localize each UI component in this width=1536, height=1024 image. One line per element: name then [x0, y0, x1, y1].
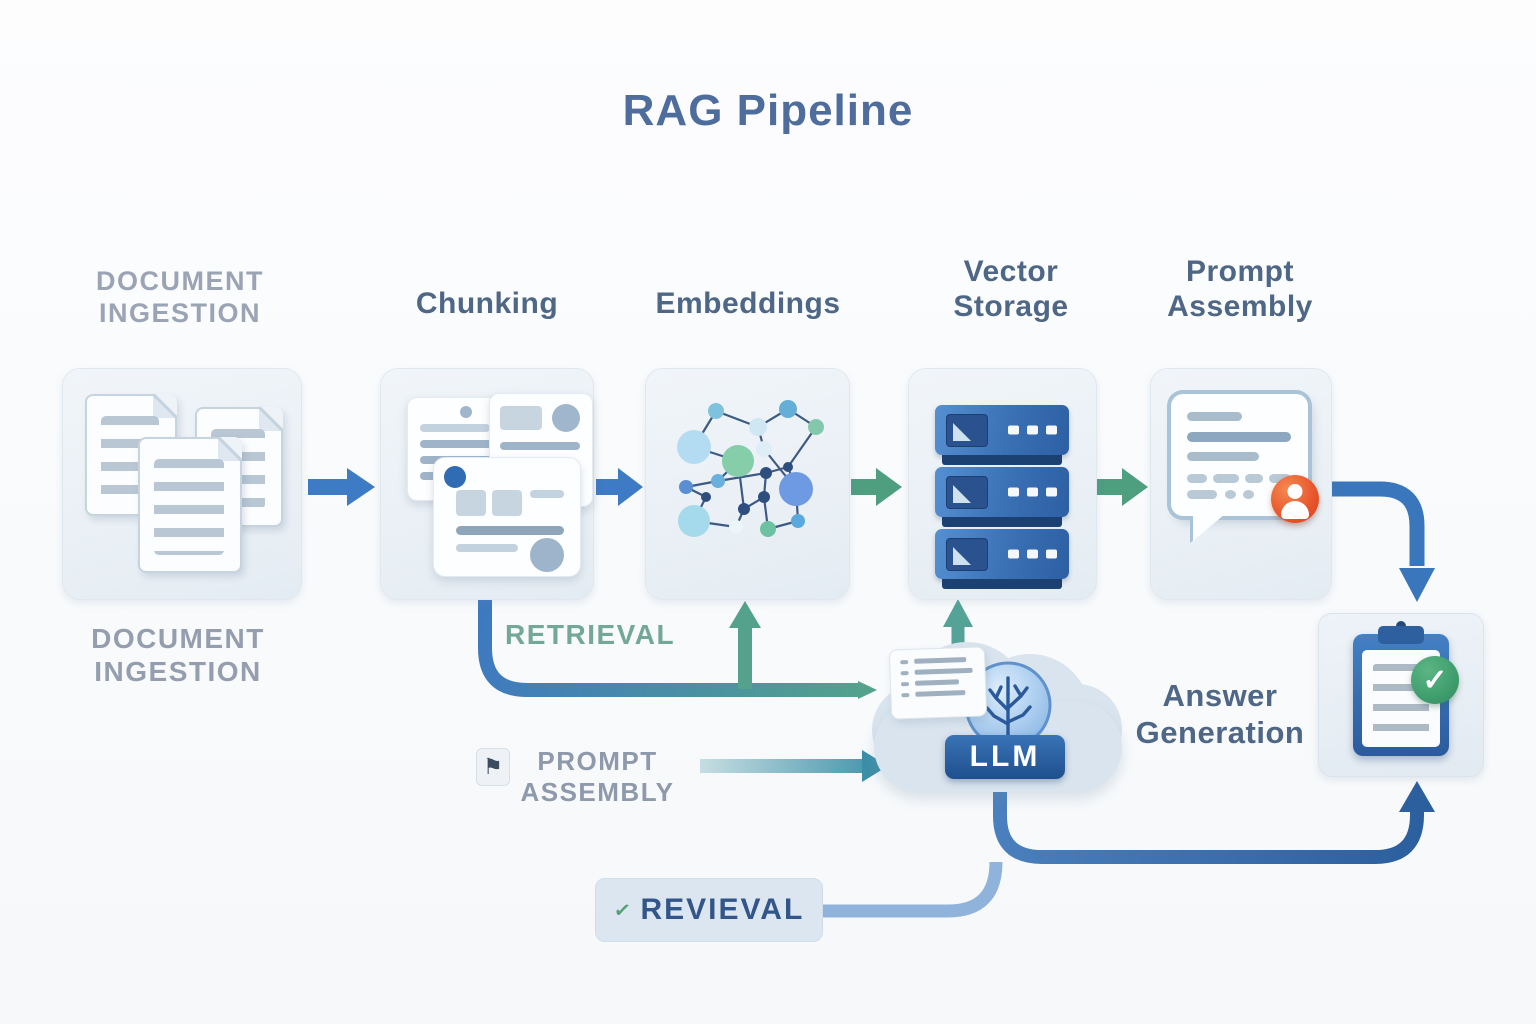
flag-icon: ⚑	[476, 748, 510, 786]
retrieval-path-tip	[858, 681, 877, 699]
server-unit	[935, 467, 1069, 517]
check-glyph: ✓	[1422, 663, 1448, 697]
embedding-graph-icon	[677, 400, 824, 537]
flow-label-prompt-assembly: PROMPT ASSEMBLY	[520, 746, 675, 807]
bubble-line	[1187, 452, 1259, 461]
stage-box-prompt-assembly	[1150, 368, 1332, 600]
llm-badge: LLM	[945, 735, 1065, 779]
check-icon: ✓	[1411, 656, 1459, 704]
page-fold	[259, 407, 283, 431]
server-leds	[1008, 487, 1057, 497]
stage-label-document-ingestion: DOCUMENT INGESTION	[96, 266, 264, 328]
page-fold	[218, 437, 242, 461]
bubble-line	[1187, 432, 1291, 442]
page-text-lines	[154, 459, 224, 555]
bubble-line	[1187, 412, 1242, 421]
card-line	[530, 490, 564, 498]
bubble-dash	[1225, 490, 1236, 499]
prompt-to-answer-head	[1399, 568, 1435, 602]
stage-box-vector-storage	[908, 368, 1097, 600]
stage-label-chunking: Chunking	[415, 287, 559, 320]
page-fold	[153, 394, 177, 418]
llm-to-answer-path	[993, 776, 1424, 864]
arrow-up-to-embeddings-head	[729, 601, 761, 628]
bubble-dash	[1243, 490, 1254, 499]
bubble-dash	[1187, 474, 1207, 483]
documents-icon	[63, 369, 301, 599]
stage-box-embeddings	[645, 368, 850, 600]
arrow-ingestion-to-chunking	[308, 468, 375, 506]
arrow-llm-to-vector-head	[943, 599, 973, 627]
card-line	[420, 424, 490, 432]
document-page-icon	[138, 437, 242, 573]
clipboard-clip	[1378, 626, 1424, 644]
server-screen	[946, 476, 988, 509]
arrow-vector-to-prompt	[1097, 468, 1148, 506]
card-dot	[444, 466, 466, 488]
flag-glyph: ⚑	[483, 754, 503, 779]
clipboard-check-icon: ✓	[1353, 621, 1459, 756]
prompt-to-answer-path	[1332, 481, 1425, 566]
card-line	[456, 526, 564, 535]
flow-label-answer-generation: Answer Generation	[1135, 678, 1305, 750]
card-line	[500, 442, 580, 450]
card-block	[492, 490, 522, 516]
answer-generation-box: ✓	[1318, 613, 1484, 777]
card-line	[420, 440, 508, 448]
card-block	[456, 490, 486, 516]
context-list-icon	[888, 646, 988, 720]
reviewal-label: REVIEVAL	[640, 893, 805, 926]
person-body	[1281, 501, 1309, 519]
chunk-cards-icon	[381, 369, 593, 599]
reviewal-path	[822, 861, 1003, 918]
server-leds	[1008, 425, 1057, 435]
card-circle	[552, 404, 580, 432]
arrow-chunking-to-embeddings	[596, 468, 643, 506]
arrow-embeddings-to-vector	[851, 468, 902, 506]
llm-label: LLM	[969, 740, 1041, 773]
llm-cloud: LLM	[872, 640, 1124, 798]
stage-box-chunking	[380, 368, 594, 600]
stage-label-vector-storage: Vector Storage	[953, 255, 1069, 324]
card-dot	[460, 406, 472, 418]
bubble-dash	[1187, 490, 1217, 499]
retrieval-path	[478, 596, 860, 697]
speech-bubble-tail	[1193, 514, 1225, 541]
server-unit	[935, 529, 1069, 579]
bubble-dash	[1245, 474, 1263, 483]
llm-to-answer-head	[1399, 781, 1435, 812]
card-block	[500, 406, 542, 430]
server-unit	[935, 405, 1069, 455]
server-screen	[946, 414, 988, 447]
chunk-card	[433, 457, 581, 577]
bubble-dash	[1269, 474, 1291, 483]
server-leds	[1008, 549, 1057, 559]
bubble-dash	[1213, 474, 1239, 483]
flow-label-document-ingestion: DOCUMENT INGESTION	[91, 623, 265, 688]
stage-box-document-ingestion	[62, 368, 302, 600]
server-stack-icon	[909, 369, 1096, 599]
stage-label-prompt-assembly: Prompt Assembly	[1167, 255, 1313, 324]
flow-label-retrieval: RETRIEVAL	[505, 619, 676, 650]
card-circle	[530, 538, 564, 572]
stage-label-embeddings: Embeddings	[655, 287, 841, 320]
arrow-prompt-to-llm-head	[862, 750, 888, 782]
brain-icon	[964, 661, 1052, 749]
person-head	[1287, 484, 1303, 499]
page-title: RAG Pipeline	[622, 86, 914, 135]
check-icon: ✓	[612, 898, 632, 923]
prompt-bubble-icon	[1151, 369, 1331, 599]
server-screen	[946, 538, 988, 571]
speech-bubble	[1171, 394, 1308, 541]
card-line	[456, 544, 518, 552]
reviewal-badge: ✓ REVIEVAL	[595, 878, 823, 942]
person-badge-icon	[1271, 475, 1319, 523]
